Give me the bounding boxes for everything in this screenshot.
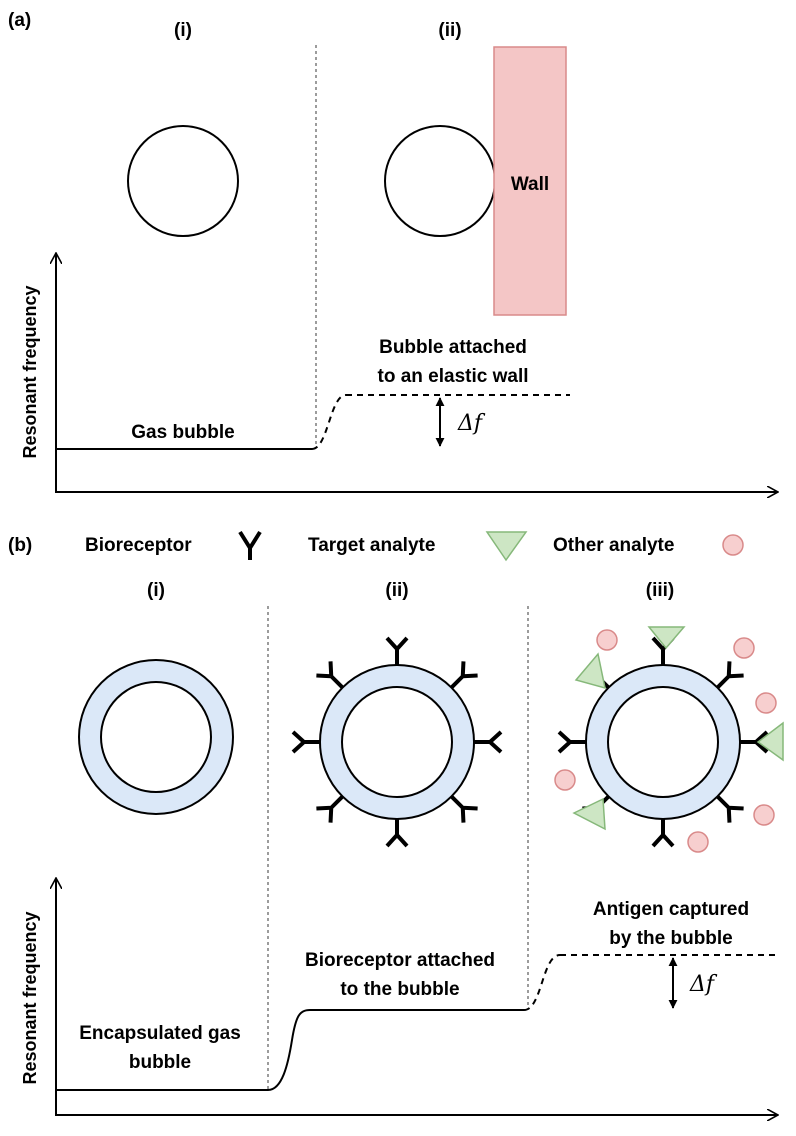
target-analytes	[572, 626, 784, 831]
encapsulated-bubble	[78, 659, 234, 815]
other-analyte	[753, 804, 775, 826]
wall-rect	[493, 46, 567, 316]
panel-a-y-axis-label: Resonant frequency	[20, 285, 40, 458]
panel-b-level-1-label-2: bubble	[129, 1052, 191, 1073]
target-analyte	[647, 626, 686, 650]
other-analyte	[596, 629, 618, 651]
target-analyte	[574, 652, 606, 690]
bioreceptor	[316, 661, 344, 689]
target-analyte	[572, 797, 606, 831]
bioreceptor	[450, 795, 478, 823]
other-analyte	[755, 692, 777, 714]
bioreceptor	[740, 730, 769, 754]
panel-b-sub-ii: (ii)	[385, 580, 408, 601]
panel-a-sub-i: (i)	[174, 20, 192, 41]
legend-bioreceptor-icon	[238, 530, 262, 560]
panel-b-y-axis-label: Resonant frequency	[20, 911, 40, 1084]
other-analyte	[554, 769, 576, 791]
legend-target-analyte-icon	[485, 531, 528, 562]
panel-b-level-1-label-1: Encapsulated gas	[79, 1023, 241, 1044]
other-analytes	[554, 629, 777, 853]
bioreceptor	[557, 730, 586, 754]
attached-bubble-circle	[384, 125, 496, 237]
bioreceptor	[385, 819, 409, 848]
panel-b-delta-label: Δf	[689, 972, 718, 997]
other-analyte	[687, 831, 709, 853]
other-analyte	[733, 637, 755, 659]
bioreceptor	[291, 730, 320, 754]
panel-b-step-1	[267, 1009, 311, 1091]
legend-target-analyte-label: Target analyte	[308, 535, 435, 556]
legend-other-analyte-icon	[722, 534, 744, 556]
antigen-bubble	[585, 664, 741, 820]
bioreceptor	[316, 795, 344, 823]
panel-a-delta-label: Δf	[457, 411, 486, 436]
bioreceptor	[651, 819, 675, 848]
panel-b: (i) (ii) (iii)	[20, 580, 784, 1115]
panel-b-level-2-label-2: to the bubble	[340, 979, 459, 1000]
bioreceptor	[450, 661, 478, 689]
panel-b-step-2	[523, 954, 561, 1011]
panel-a-level-2-label-2: to an elastic wall	[378, 366, 529, 387]
bioreceptor	[716, 795, 744, 823]
panel-b-sub-iii: (iii)	[646, 580, 675, 601]
bioreceptor	[385, 636, 409, 665]
panel-a: (a) (i) (ii) Wall Resonant frequency Gas…	[8, 10, 778, 492]
legend: (b) Bioreceptor Target analyte Other ana…	[8, 530, 744, 562]
panel-a-sub-ii: (ii)	[438, 20, 461, 41]
legend-other-analyte-label: Other analyte	[553, 535, 674, 556]
panel-b-sub-i: (i)	[147, 580, 165, 601]
panel-b-level-3-label-1: Antigen captured	[593, 899, 749, 920]
panel-b-label: (b)	[8, 535, 32, 556]
bioreceptor-bubble	[319, 664, 475, 820]
panel-a-label: (a)	[8, 10, 31, 31]
panel-a-level-1-label: Gas bubble	[131, 422, 234, 443]
bioreceptor	[716, 661, 744, 689]
target-analyte	[756, 721, 784, 762]
panel-b-level-3-label-2: by the bubble	[609, 928, 733, 949]
legend-bioreceptor-label: Bioreceptor	[85, 535, 192, 556]
panel-a-transition	[311, 394, 347, 450]
panel-a-level-2-label-1: Bubble attached	[379, 337, 527, 358]
bioreceptor	[474, 730, 503, 754]
wall-label: Wall	[511, 174, 549, 195]
gas-bubble-circle	[127, 125, 239, 237]
panel-b-level-2-label-1: Bioreceptor attached	[305, 950, 495, 971]
